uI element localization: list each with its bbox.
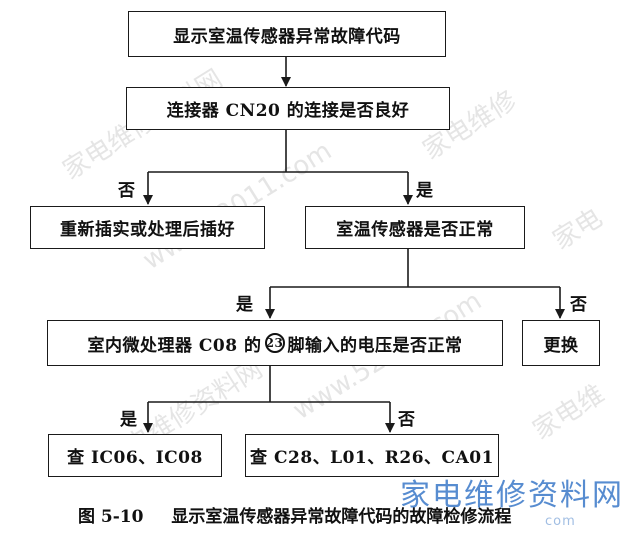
label-no-2: 否 [570, 295, 587, 315]
node-check-ic-text: 查 IC06、IC08 [67, 448, 203, 468]
label-no-3: 否 [398, 410, 415, 430]
node-cpu-voltage-pre: 室内微处理器 C08 的 [87, 335, 262, 356]
node-cn20-connection: 连接器 CN20 的连接是否良好 [126, 87, 450, 130]
brand-url: com [545, 514, 576, 529]
label-yes-1: 是 [416, 181, 433, 201]
pin-number-badge: 23 [264, 333, 285, 353]
label-yes-3: 是 [120, 410, 137, 430]
node-cpu-voltage: 室内微处理器 C08 的 23 脚输入的电压是否正常 [47, 320, 503, 366]
node-cn20-connection-text: 连接器 CN20 的连接是否良好 [166, 101, 410, 121]
label-yes-2: 是 [236, 295, 253, 315]
node-sensor-normal: 室温传感器是否正常 [305, 206, 525, 249]
node-reinsert-text: 重新插实或处理后插好 [60, 220, 235, 240]
svg-text:家电维: 家电维 [528, 379, 610, 446]
node-check-components: 查 C28、L01、R26、CA01 [245, 434, 499, 477]
label-no-1: 否 [118, 181, 135, 201]
node-check-ic: 查 IC06、IC08 [48, 434, 222, 477]
node-cpu-voltage-post: 脚输入的电压是否正常 [287, 335, 463, 356]
node-sensor-normal-text: 室温传感器是否正常 [336, 220, 494, 240]
svg-text:家电: 家电 [548, 203, 608, 256]
node-replace-text: 更换 [543, 335, 579, 356]
figure-caption: 图 5-10 显示室温传感器异常故障代码的故障检修流程 [78, 502, 511, 527]
figure-number: 图 5-10 [78, 507, 144, 527]
node-check-components-text: 查 C28、L01、R26、CA01 [250, 448, 494, 468]
node-sensor-fault-code-text: 显示室温传感器异常故障代码 [173, 26, 401, 47]
brand-logo: 家电维修资料网 [400, 478, 624, 513]
node-sensor-fault-code: 显示室温传感器异常故障代码 [128, 11, 446, 57]
figure-title: 显示室温传感器异常故障代码的故障检修流程 [171, 507, 512, 527]
node-reinsert: 重新插实或处理后插好 [30, 206, 265, 249]
node-replace: 更换 [522, 320, 600, 366]
